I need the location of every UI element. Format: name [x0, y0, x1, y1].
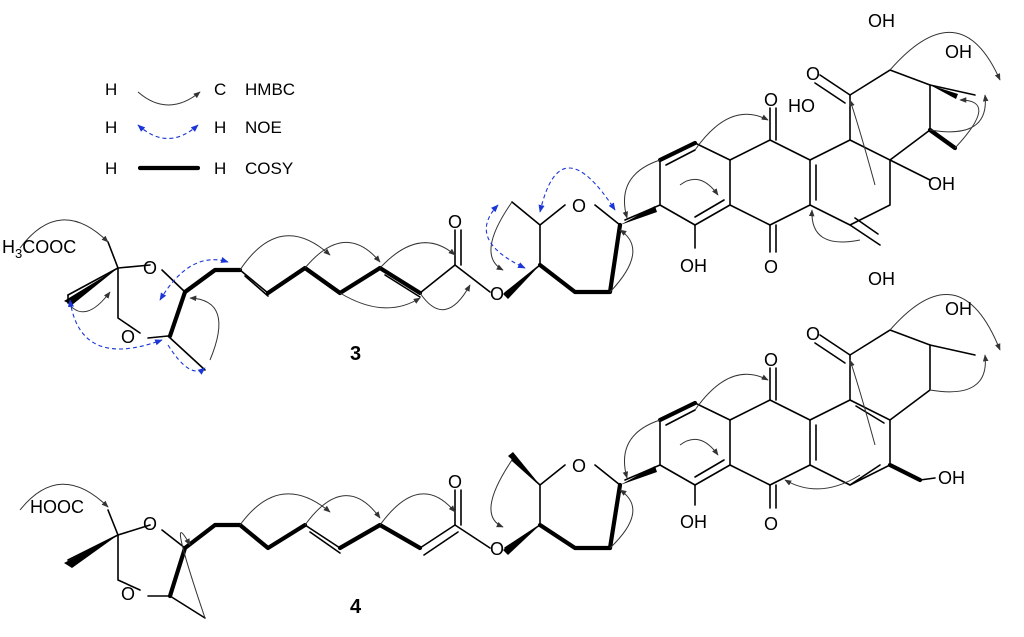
legend-noe: H H NOE	[105, 118, 282, 139]
right-oh: OH	[938, 468, 965, 488]
quinone-o-top: O	[764, 350, 778, 370]
legend-hmbc-label: HMBC	[245, 80, 295, 99]
phenol-oh: OH	[680, 256, 707, 276]
top-oh-1: OH	[868, 11, 895, 31]
legend: H C HMBC H H NOE H H COSY	[105, 80, 295, 178]
quinone-o-bottom: O	[764, 514, 778, 534]
phenol-oh: OH	[680, 512, 707, 532]
quinone-o-top: O	[764, 90, 778, 110]
methyl-ester-label: H3COOC	[2, 237, 76, 261]
right-oh: OH	[928, 174, 955, 194]
ester-o: O	[490, 539, 504, 559]
compound-4-bonds	[67, 329, 976, 619]
legend-cosy-label: COSY	[245, 159, 293, 178]
ketone-o: O	[806, 324, 820, 344]
compound-3-labels: H3COOC O O O O O OH O O HO OH O OH OH 3	[2, 11, 972, 365]
dioxolane-o-top: O	[143, 514, 157, 534]
dioxolane-o-bottom: O	[121, 584, 135, 604]
legend-cosy: H H COSY	[105, 159, 293, 178]
ester-carbonyl-o: O	[448, 472, 462, 492]
compound-4: HOOC O O O O O OH O O OH O OH OH 4	[19, 269, 1001, 619]
compound-4-hmbc	[19, 293, 1001, 619]
dioxolane-o-top: O	[143, 258, 157, 278]
compound-3-bonds	[67, 69, 976, 371]
legend-noe-to: H	[214, 118, 226, 137]
legend-noe-from: H	[105, 118, 117, 137]
pyran-o: O	[572, 456, 586, 476]
compound-4-labels: HOOC O O O O O OH O O OH O OH OH 4	[30, 269, 972, 618]
legend-cosy-to: H	[214, 159, 226, 178]
legend-hmbc-from: H	[105, 80, 117, 99]
legend-cosy-from: H	[105, 159, 117, 178]
legend-hmbc-arrow	[137, 91, 201, 106]
compound-number-3: 3	[350, 343, 361, 365]
ketone-o: O	[806, 64, 820, 84]
compound-3-hmbc	[19, 32, 1001, 361]
ester-o: O	[490, 284, 504, 304]
dioxolane-o-bottom: O	[121, 327, 135, 347]
legend-noe-arrow	[137, 124, 199, 139]
carboxylic-acid-label: HOOC	[30, 497, 84, 517]
top-oh-2: OH	[945, 299, 972, 319]
compound-number-4: 4	[350, 596, 362, 618]
pyran-o: O	[572, 196, 586, 216]
legend-hmbc-to: C	[214, 80, 226, 99]
compound-3: H3COOC O O O O O OH O O HO OH O OH OH 3	[2, 11, 1001, 375]
ring-junction-ho: HO	[788, 96, 815, 116]
compound-3-wedges	[64, 85, 958, 305]
ester-carbonyl-o: O	[448, 212, 462, 232]
top-oh-1: OH	[868, 269, 895, 289]
top-oh-2: OH	[945, 42, 972, 62]
compound-4-wedges	[64, 452, 657, 568]
compound-3-noe	[67, 167, 616, 375]
quinone-o-bottom: O	[764, 257, 778, 277]
legend-noe-label: NOE	[245, 118, 282, 137]
legend-hmbc: H C HMBC	[105, 80, 295, 106]
